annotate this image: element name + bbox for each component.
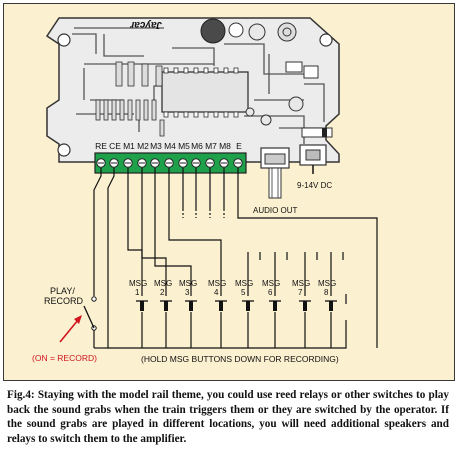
audio-out-label: AUDIO OUT — [253, 206, 298, 215]
play-record-switch — [59, 296, 108, 349]
msg-label: MSG — [154, 279, 172, 288]
terminal-label: M1 — [123, 141, 135, 151]
msg-button-1: MSG 1 — [129, 279, 148, 311]
terminal-labels: RE CE M1 M2 M3 M4 M5 M6 M7 M8 E — [95, 141, 242, 151]
wiring-diagram: Jaycar — [3, 3, 455, 381]
msg-number: 6 — [268, 288, 273, 297]
msg-number: 8 — [324, 288, 329, 297]
diode-icon — [301, 127, 333, 138]
terminal-label: M3 — [150, 141, 162, 151]
resistor-row — [95, 61, 165, 137]
msg-number: 7 — [298, 288, 303, 297]
msg-label: MSG — [129, 279, 147, 288]
msg-label: MSG — [292, 279, 310, 288]
figure-caption: Fig.4: Staying with the model rail theme… — [3, 382, 455, 456]
terminal-label: M8 — [219, 141, 231, 151]
audio-cable — [268, 167, 282, 199]
wiring-diagram-svg: Jaycar — [32, 17, 378, 364]
terminal-label: M6 — [191, 141, 203, 151]
msg-label: MSG — [179, 279, 197, 288]
terminal-label: CE — [109, 141, 121, 151]
msg-label: MSG — [235, 279, 253, 288]
caption-text: Staying with the model rail theme, you c… — [7, 389, 449, 445]
hold-note: (HOLD MSG BUTTONS DOWN FOR RECORDING) — [141, 354, 339, 364]
terminal-label: M5 — [178, 141, 190, 151]
mounting-hole-icon — [57, 33, 71, 47]
msg-button-5: MSG 5 — [235, 279, 254, 311]
pcb-board: Jaycar — [45, 17, 340, 199]
msg-number: 4 — [214, 288, 219, 297]
msg-button-4: MSG 4 — [208, 279, 227, 311]
record-label: RECORD — [44, 296, 84, 306]
figure-label: Fig.4: — [7, 389, 35, 401]
pcb-brand-label: Jaycar — [129, 19, 162, 30]
ic-chip — [161, 71, 249, 113]
msg-number: 1 — [135, 288, 140, 297]
mounting-hole-icon — [319, 33, 333, 47]
wiring — [93, 168, 378, 349]
msg-button-7: MSG 7 — [292, 279, 311, 311]
msg-label: MSG — [262, 279, 280, 288]
msg-button-6: MSG 6 — [262, 279, 281, 311]
msg-number: 2 — [160, 288, 165, 297]
on-record-note: (ON = RECORD) — [32, 353, 97, 363]
msg-label: MSG — [208, 279, 226, 288]
mounting-hole-icon — [57, 143, 71, 157]
terminal-label: RE — [95, 141, 107, 151]
terminal-label: M4 — [164, 141, 176, 151]
capacitor-icon — [200, 18, 226, 44]
msg-button-3: MSG 3 — [179, 279, 197, 311]
msg-number: 5 — [241, 288, 246, 297]
terminal-label: M7 — [205, 141, 217, 151]
terminal-label: M2 — [137, 141, 149, 151]
msg-number: 3 — [185, 288, 190, 297]
terminal-label: E — [236, 141, 242, 151]
power-label: 9-14V DC — [297, 181, 332, 190]
msg-button-8: MSG 8 — [318, 279, 337, 311]
msg-buttons: MSG 1 MSG 2 MSG 3 MS — [129, 279, 337, 311]
msg-button-2: MSG 2 — [154, 279, 172, 311]
terminal-block — [94, 152, 247, 174]
play-label: PLAY/ — [50, 286, 75, 296]
msg-label: MSG — [318, 279, 336, 288]
